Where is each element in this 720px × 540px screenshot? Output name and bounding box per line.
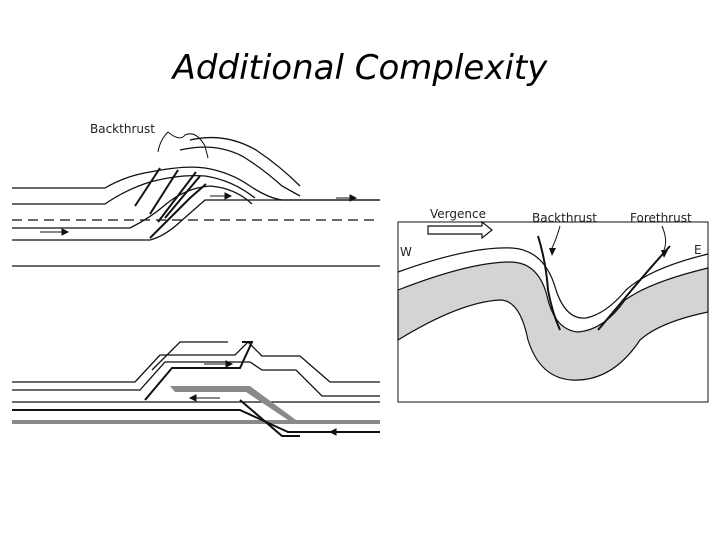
- folded-bed-1: [12, 166, 380, 201]
- ramp-slip-arrowhead-2: [328, 428, 337, 436]
- forethrust-leader: [661, 225, 667, 251]
- slide-title: Additional Complexity: [172, 48, 548, 88]
- vergence-label: Vergence: [430, 207, 486, 221]
- shaded-bed-ramp: [170, 386, 296, 420]
- east-label: E: [694, 243, 702, 257]
- backthrust-leader: [157, 131, 209, 159]
- backthrust-fault-2: [149, 169, 179, 215]
- backthrust-fault: [537, 235, 561, 331]
- ramp-fault: [149, 183, 207, 239]
- upper-sheet-bed-2: [12, 361, 380, 397]
- backthrust-label-right: Backthrust: [532, 211, 597, 225]
- west-label: W: [400, 245, 412, 259]
- sheet-top: [151, 341, 228, 371]
- forethrust-fault: [597, 245, 671, 331]
- slip-arrowhead-1: [61, 228, 70, 236]
- lower-bed-line: [12, 199, 380, 241]
- slip-arrowhead-2: [349, 194, 358, 202]
- shaded-folded-layer: [397, 261, 709, 381]
- folded-bed-top: [179, 146, 301, 197]
- backthrust-leader-right: [551, 225, 561, 249]
- slip-arrowhead-3: [224, 192, 233, 200]
- ramp-slip-arrowhead-1: [188, 394, 197, 402]
- upper-bed-line: [397, 247, 709, 319]
- backthrust-fault-3: [157, 171, 197, 223]
- backthrust-label-left: Backthrust: [90, 122, 155, 136]
- backthrust-arrowhead: [549, 248, 556, 256]
- forethrust-label: Forethrust: [630, 211, 692, 225]
- folded-bed-2: [12, 174, 256, 205]
- folded-bed-upper: [189, 136, 301, 187]
- backthrust-fault-4: [164, 175, 201, 219]
- ramp-fault-bold-2: [239, 399, 300, 437]
- shaded-bed-lower: [12, 420, 380, 424]
- ramp-slip-arrowhead-3: [225, 360, 234, 368]
- backthrust-fault-1: [134, 167, 161, 207]
- folded-bed-3: [12, 185, 253, 229]
- vergence-arrow: [427, 220, 493, 240]
- forethrust-arrowhead: [661, 250, 668, 258]
- ramp-fault-bold: [144, 341, 254, 401]
